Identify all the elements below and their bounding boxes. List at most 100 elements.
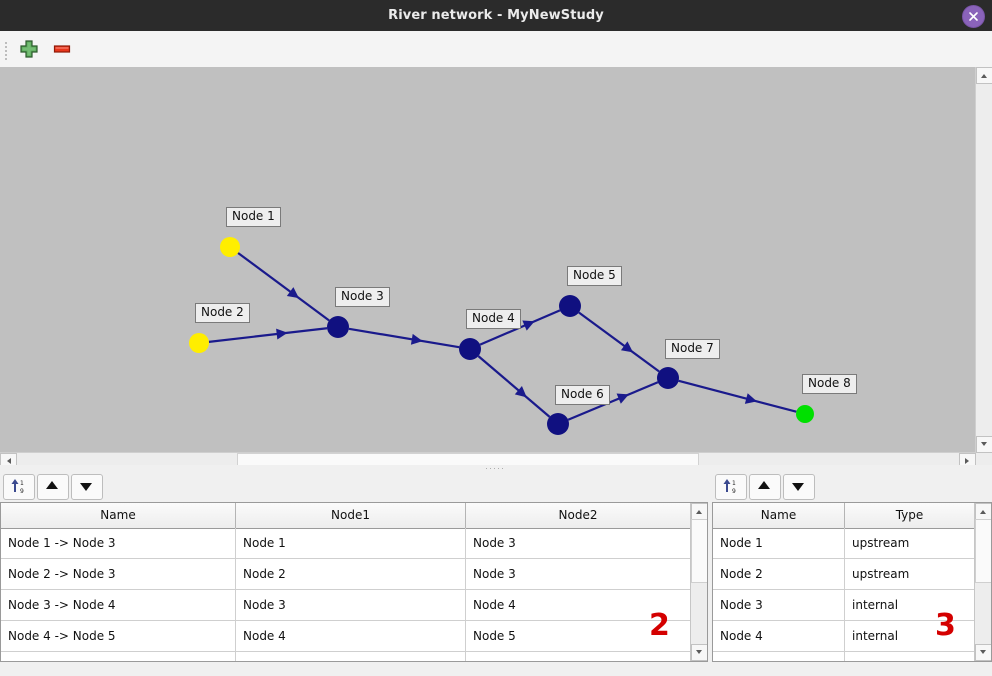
annotation-marker-3: 3 — [935, 608, 956, 643]
graph-node-node-7[interactable] — [657, 367, 679, 389]
nodes-cell[interactable]: Node 1 — [713, 528, 845, 558]
graph-edge-arrow — [522, 320, 535, 331]
reaches-cell[interactable]: Node 2 -> Node 3 — [1, 559, 236, 589]
graph-edge[interactable] — [578, 311, 660, 373]
delete-minus-icon[interactable] — [52, 39, 74, 59]
graph-edge[interactable] — [237, 252, 330, 322]
graph-node-node-3[interactable] — [327, 316, 349, 338]
reaches-cell[interactable]: Node 3 — [236, 590, 466, 620]
reaches-column-header[interactable]: Name — [1, 503, 236, 528]
panel-splitter[interactable] — [0, 465, 992, 472]
table-empty-row[interactable] — [1, 652, 707, 661]
graph-edge[interactable] — [208, 327, 328, 343]
graph-node-node-1[interactable] — [220, 237, 240, 257]
graph-edge[interactable] — [567, 381, 659, 421]
nodes-move-up-icon[interactable] — [749, 474, 781, 500]
graph-edge[interactable] — [477, 355, 551, 418]
graph-node-label-node-5[interactable]: Node 5 — [567, 266, 622, 286]
graph-edge-arrow — [276, 328, 288, 340]
graph-node-node-4[interactable] — [459, 338, 481, 360]
nodes-cell[interactable]: upstream — [845, 528, 975, 558]
reaches-cell[interactable]: Node 4 -> Node 5 — [1, 621, 236, 651]
graph-scroll-up-button[interactable] — [976, 67, 992, 84]
reaches-column-header[interactable]: Node1 — [236, 503, 466, 528]
graph-node-node-5[interactable] — [559, 295, 581, 317]
table-empty-row[interactable] — [713, 652, 991, 661]
nodes-sort-icon[interactable]: 1 9 — [715, 474, 747, 500]
reaches-cell[interactable] — [1, 652, 236, 661]
graph-edge[interactable] — [678, 379, 797, 413]
graph-edge-arrow — [620, 341, 634, 353]
nodes-move-down-icon[interactable] — [783, 474, 815, 500]
graph-scroll-down-button[interactable] — [976, 436, 992, 453]
graph-node-label-node-2[interactable]: Node 2 — [195, 303, 250, 323]
graph-node-label-node-4[interactable]: Node 4 — [466, 309, 521, 329]
nodes-cell[interactable] — [713, 652, 845, 661]
graph-edge[interactable] — [348, 327, 460, 349]
reaches-scroll-down-button[interactable] — [691, 644, 707, 661]
nodes-column-header[interactable]: Type — [845, 503, 975, 528]
graph-edge-arrow — [514, 386, 527, 398]
reaches-cell[interactable]: Node 2 — [236, 559, 466, 589]
nodes-table-scrollbar[interactable] — [974, 503, 991, 661]
reaches-cell[interactable] — [466, 652, 691, 661]
graph-node-label-node-3[interactable]: Node 3 — [335, 287, 390, 307]
reaches-cell[interactable]: Node 1 -> Node 3 — [1, 528, 236, 558]
nodes-scrollbar-thumb[interactable] — [975, 519, 991, 583]
graph-node-label-node-8[interactable]: Node 8 — [802, 374, 857, 394]
toolbar-drag-handle[interactable] — [5, 40, 10, 60]
splitter-grip — [486, 467, 506, 470]
reaches-move-up-icon[interactable] — [37, 474, 69, 500]
reaches-cell[interactable]: Node 3 -> Node 4 — [1, 590, 236, 620]
nodes-cell[interactable]: Node 4 — [713, 621, 845, 651]
nodes-cell[interactable]: Node 3 — [713, 590, 845, 620]
close-icon[interactable] — [962, 5, 985, 28]
graph-node-label-node-1[interactable]: Node 1 — [226, 207, 281, 227]
network-graph-canvas[interactable]: Node 1 Node 2 Node 3 Node 4 Node 5 Node 6 Node… — [0, 67, 976, 453]
reaches-move-down-icon[interactable] — [71, 474, 103, 500]
network-graph-panel: Node 1 Node 2 Node 3 Node 4 Node 5 Node 6 Node… — [0, 67, 992, 470]
reaches-sort-icon[interactable]: 1 9 — [3, 474, 35, 500]
graph-node-label-node-6[interactable]: Node 6 — [555, 385, 610, 405]
nodes-scroll-up-button[interactable] — [975, 503, 991, 520]
reaches-scrollbar-thumb[interactable] — [691, 519, 707, 583]
graph-edge-arrow — [616, 393, 629, 404]
nodes-column-header[interactable]: Name — [713, 503, 845, 528]
add-plus-icon[interactable] — [19, 39, 41, 59]
nodes-cell[interactable]: Node 2 — [713, 559, 845, 589]
reaches-scroll-up-button[interactable] — [691, 503, 707, 520]
reaches-cell[interactable]: Node 1 — [236, 528, 466, 558]
graph-node-label-node-7[interactable]: Node 7 — [665, 339, 720, 359]
graph-node-node-8[interactable] — [796, 405, 814, 423]
reaches-cell[interactable] — [236, 652, 466, 661]
nodes-scroll-down-button[interactable] — [975, 644, 991, 661]
reaches-cell[interactable]: Node 3 — [466, 528, 691, 558]
graph-node-node-2[interactable] — [189, 333, 209, 353]
svg-text:1: 1 — [20, 480, 24, 487]
graph-node-node-6[interactable] — [547, 413, 569, 435]
reaches-table-scrollbar[interactable] — [690, 503, 707, 661]
reaches-column-header[interactable]: Node2 — [466, 503, 691, 528]
annotation-marker-2: 2 — [649, 608, 670, 643]
nodes-cell[interactable]: upstream — [845, 559, 975, 589]
reaches-cell[interactable]: Node 3 — [466, 559, 691, 589]
graph-vertical-scrollbar[interactable] — [975, 67, 992, 453]
nodes-cell[interactable] — [845, 652, 975, 661]
reaches-cell[interactable]: Node 4 — [236, 621, 466, 651]
